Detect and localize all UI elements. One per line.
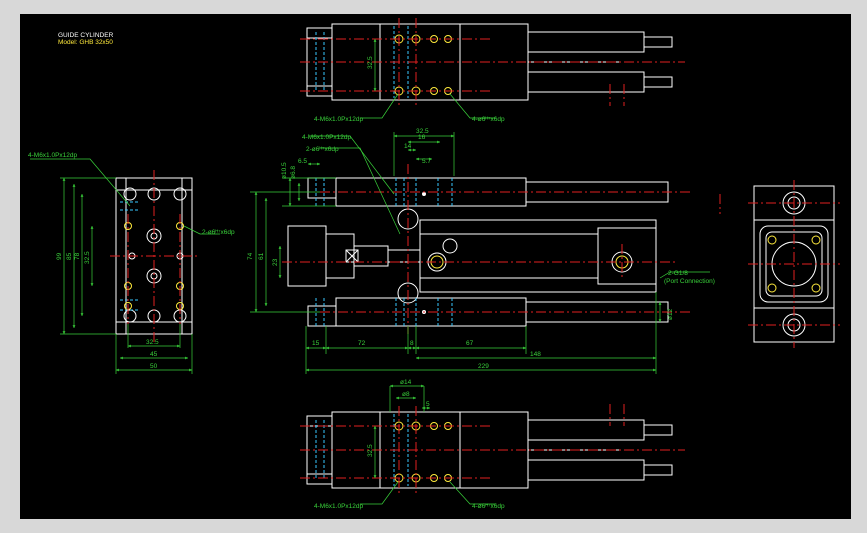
front-dim-16: 16	[418, 134, 426, 141]
bottom-dim-dia-8: ø8	[402, 391, 410, 398]
left-dim-78: 78	[74, 252, 81, 260]
front-dim-23: 23	[272, 258, 279, 266]
front-callout-port-sub: (Port Connection)	[664, 278, 715, 285]
front-view	[250, 132, 721, 374]
front-dim-72: 72	[358, 340, 366, 347]
left-callout-tap: 4-M6x1.0Px12dp	[28, 152, 78, 159]
front-callout-pin: 2-ø6ᴴ⁷x6dp	[306, 146, 339, 153]
front-dim-74: 74	[247, 252, 254, 260]
top-callout-pin: 4-ø6ᴴ⁷x6dp	[472, 116, 505, 123]
left-dim-99: 99	[56, 252, 63, 260]
front-dim-32-5: 32.5	[416, 128, 429, 135]
right-view	[748, 180, 840, 348]
front-dim-5-7: 5.7	[422, 158, 431, 165]
bottom-callout-pin: 4-ø6ᴴ⁷x6dp	[472, 503, 505, 510]
bottom-callout-tap: 4-M6x1.0Px12dp	[314, 503, 364, 510]
bottom-dim-32-5: 32.5	[367, 444, 374, 457]
title-line-1: GUIDE CYLINDER	[58, 32, 114, 39]
front-callout-port: 2-G1/8	[668, 270, 688, 277]
front-dim-6-5: 6.5	[298, 158, 307, 165]
left-callout-pin: 2-ø6ᴴ⁷x6dp	[202, 229, 235, 236]
left-dim-32-5: 32.5	[146, 339, 159, 346]
front-dim-14: 14	[404, 143, 412, 150]
title-block: GUIDE CYLINDER Model: GHB 32x50	[58, 32, 114, 46]
front-dim-229: 229	[478, 363, 489, 370]
cad-drawing: GUIDE CYLINDER Model: GHB 32x50	[28, 18, 840, 510]
top-callout-tap: 4-M6x1.0Px12dp	[314, 116, 364, 123]
front-dim-dia-12: ø12	[667, 308, 674, 320]
left-dim-50: 50	[150, 363, 158, 370]
bottom-dim-dia-14: ø14	[400, 379, 412, 386]
left-view	[30, 158, 220, 374]
front-dim-8: 8	[410, 340, 414, 347]
drawing-sheet: GUIDE CYLINDER Model: GHB 32x50	[20, 14, 851, 519]
bottom-dim-5: 5	[426, 401, 430, 408]
bottom-view	[300, 384, 685, 505]
front-dim-148: 148	[530, 351, 541, 358]
front-dim-15: 15	[312, 340, 320, 347]
title-line-2: Model: GHB 32x50	[58, 39, 113, 46]
front-dim-dia-10-5: ø10.5	[281, 162, 288, 179]
left-dim-32-5-vertical: 32.5	[84, 251, 91, 264]
left-dim-45: 45	[150, 351, 158, 358]
front-callout-tap: 4-M6x1.0Px12dp	[302, 134, 352, 141]
left-dim-85: 85	[66, 252, 73, 260]
top-view	[300, 18, 685, 106]
front-dim-67: 67	[466, 340, 474, 347]
top-dim-32-5: 32.5	[367, 56, 374, 69]
front-dim-dia-6-8: ø6.8	[290, 166, 297, 179]
front-dim-61: 61	[258, 252, 265, 260]
